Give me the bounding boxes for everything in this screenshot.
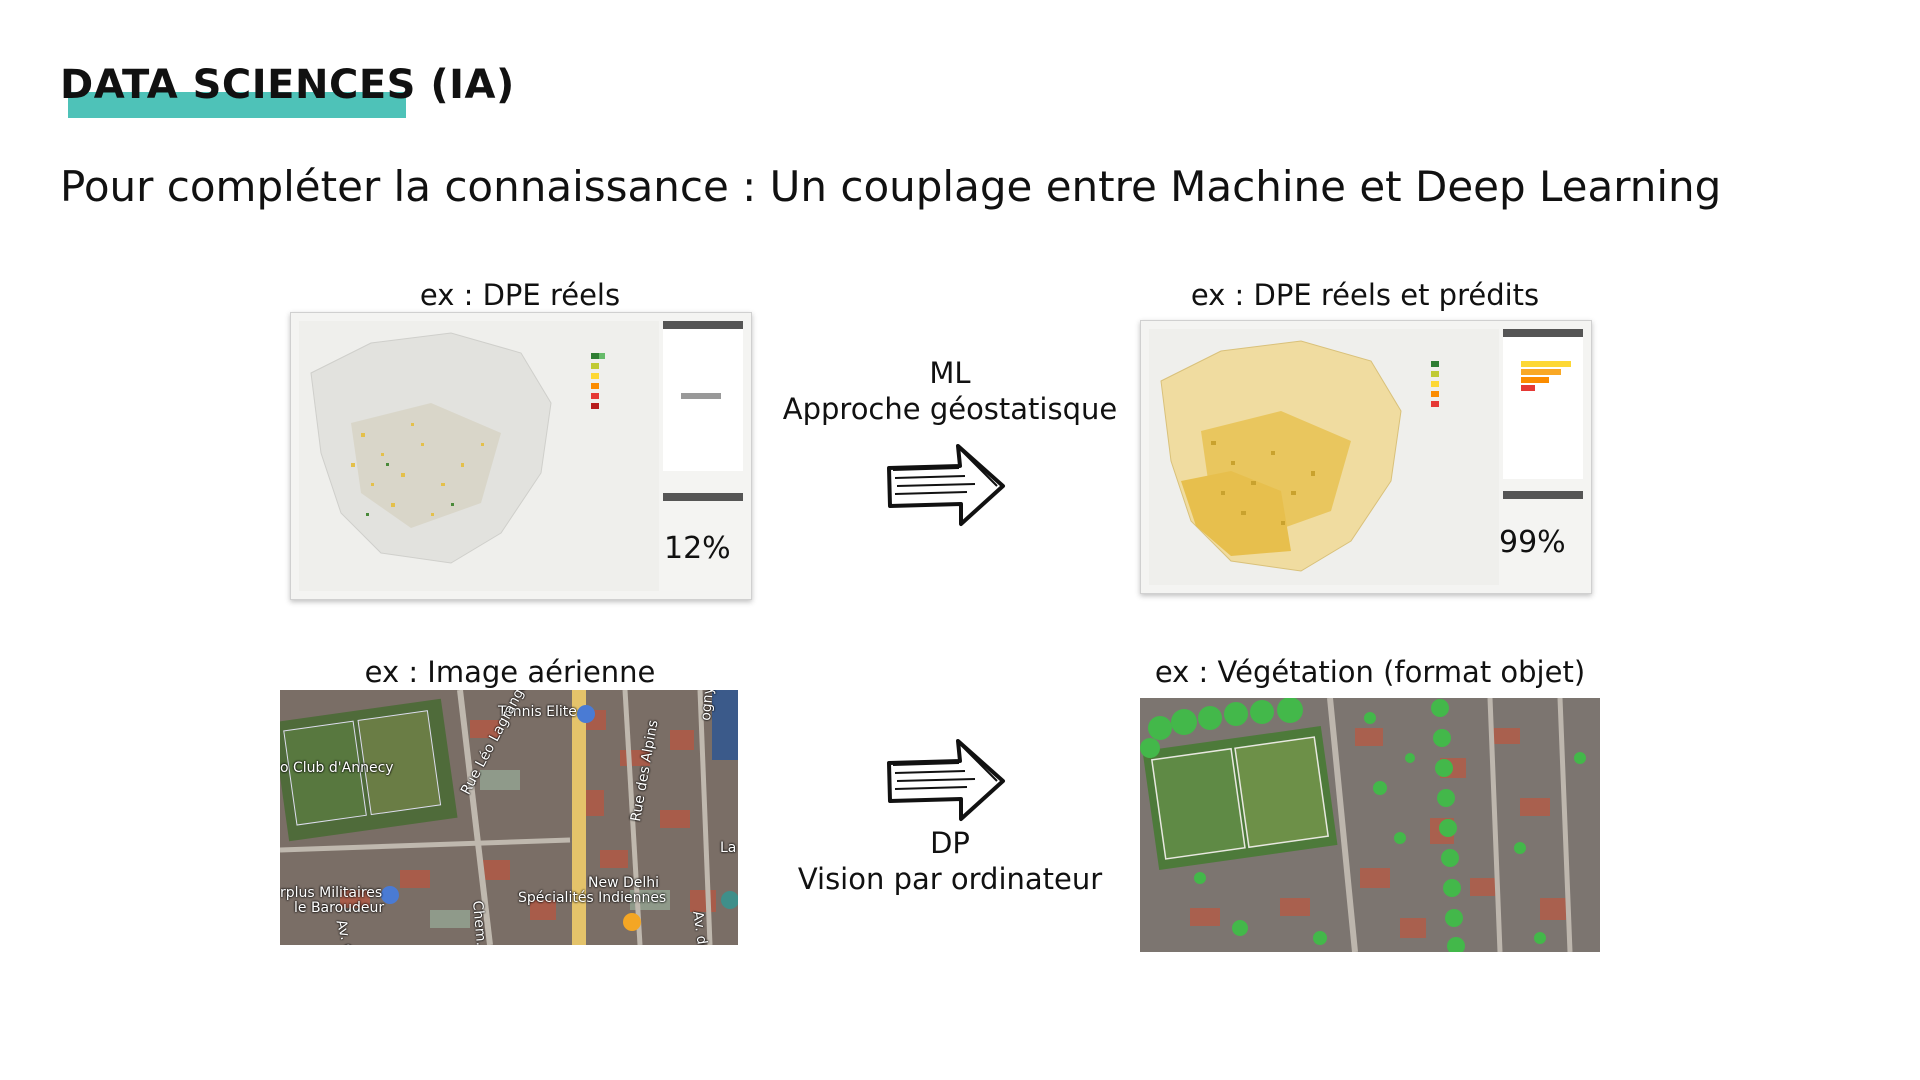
caption-dpe-predits: ex : DPE réels et prédits xyxy=(1190,278,1540,312)
dp-label: DP xyxy=(930,826,970,860)
map-label-tennis: Tennis Elite xyxy=(498,704,577,720)
caption-dpe-reels: ex : DPE réels xyxy=(419,278,621,312)
map-label-club: o Club d'Annecy xyxy=(280,760,394,776)
dpe-map-right xyxy=(1149,329,1583,585)
map-label-new-delhi: New Delhi xyxy=(588,875,660,891)
hand-drawn-right-arrow-icon xyxy=(887,444,1005,526)
title-highlight xyxy=(68,92,406,118)
map-label-la: La xyxy=(720,840,737,856)
map-label-baroudeur: le Baroudeur xyxy=(294,900,385,916)
coverage-percent-left: 12% xyxy=(664,531,731,566)
title-suffix: (IA) xyxy=(415,62,515,108)
ml-label: ML xyxy=(929,356,971,390)
dpe-map-screenshot-right: 99% xyxy=(1140,320,1592,594)
caption-image-aerienne: ex : Image aérienne xyxy=(364,655,656,689)
coverage-percent-right: 99% xyxy=(1499,525,1566,560)
aerial-image: Tennis Elite o Club d'Annecy Rue Léo Lag… xyxy=(280,690,738,945)
map-label-brogny-top: ogny xyxy=(698,690,717,722)
vegetation-photo xyxy=(1140,698,1600,952)
ml-label-block: ML Approche géostatisque xyxy=(760,355,1140,427)
dp-approach-label: Vision par ordinateur xyxy=(797,862,1103,896)
ml-approach-label: Approche géostatisque xyxy=(782,392,1118,426)
title-main: DATA SCIENCES xyxy=(60,62,416,108)
vegetation-image xyxy=(1140,698,1600,952)
hand-drawn-right-arrow-icon-bottom xyxy=(887,739,1005,821)
aerial-photo xyxy=(280,690,738,945)
slide-subtitle: Pour compléter la connaissance : Un coup… xyxy=(60,162,1722,211)
dp-label-block: DP Vision par ordinateur xyxy=(760,825,1140,897)
map-label-surplus: rplus Militaires xyxy=(280,885,383,901)
map-label-specialites: Spécialités Indiennes xyxy=(518,890,667,906)
caption-vegetation: ex : Végétation (format objet) xyxy=(1154,655,1586,689)
slide-title: DATA SCIENCES (IA) xyxy=(60,62,515,122)
dpe-map-screenshot-left: 12% xyxy=(290,312,752,600)
dpe-map-left xyxy=(299,321,743,591)
